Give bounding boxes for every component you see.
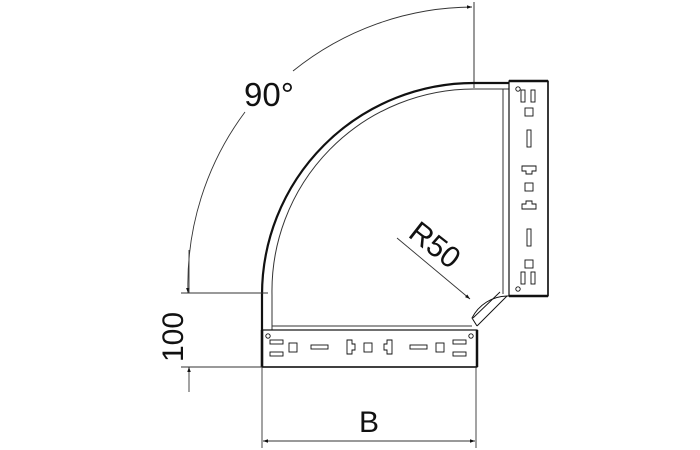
height-label: 100 <box>157 312 190 362</box>
height-dimension: 100 <box>157 250 268 392</box>
width-label: B <box>359 406 379 439</box>
angle-arc-lower <box>186 111 246 294</box>
radius-label: R50 <box>403 216 467 276</box>
slot-pattern-vertical <box>520 89 537 285</box>
radius-dimension: R50 <box>396 216 471 300</box>
slot-pattern-horizontal <box>269 339 467 357</box>
rivet-hole <box>515 286 521 292</box>
bend-outer-wall <box>260 81 509 367</box>
rivet-hole <box>515 86 521 92</box>
bottom-side-plate <box>260 325 479 368</box>
angle-dimension: 90° <box>186 2 475 294</box>
inner-corner-connector <box>471 291 509 327</box>
width-dimension: B <box>261 367 477 448</box>
rivet-hole <box>468 333 474 339</box>
rivet-hole <box>265 333 271 339</box>
radius-leader <box>396 237 471 300</box>
right-side-plate <box>508 79 549 298</box>
angle-label: 90° <box>244 76 294 113</box>
angle-arc-upper <box>292 5 473 72</box>
